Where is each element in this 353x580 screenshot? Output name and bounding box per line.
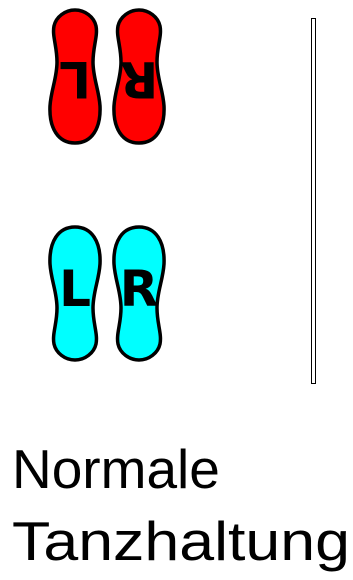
dancer-feet: L R	[48, 225, 166, 362]
partner-feet: L R	[48, 8, 166, 145]
dancer-left-foot: L	[48, 225, 102, 362]
caption-line-2: Tanzhaltung	[12, 510, 350, 572]
caption-line-1: Normale	[12, 438, 220, 500]
partner-left-foot: L	[48, 8, 102, 145]
caption: Normale Tanzhaltung	[12, 438, 350, 572]
partner-left-foot-label: L	[59, 50, 91, 108]
partner-right-foot: R	[112, 8, 166, 145]
vertical-divider-bar	[311, 18, 316, 384]
dancer-right-foot: R	[112, 225, 166, 362]
partner-right-foot-label: R	[120, 50, 159, 108]
dancer-right-foot-label: R	[120, 260, 159, 318]
dancer-left-foot-label: L	[59, 260, 91, 318]
